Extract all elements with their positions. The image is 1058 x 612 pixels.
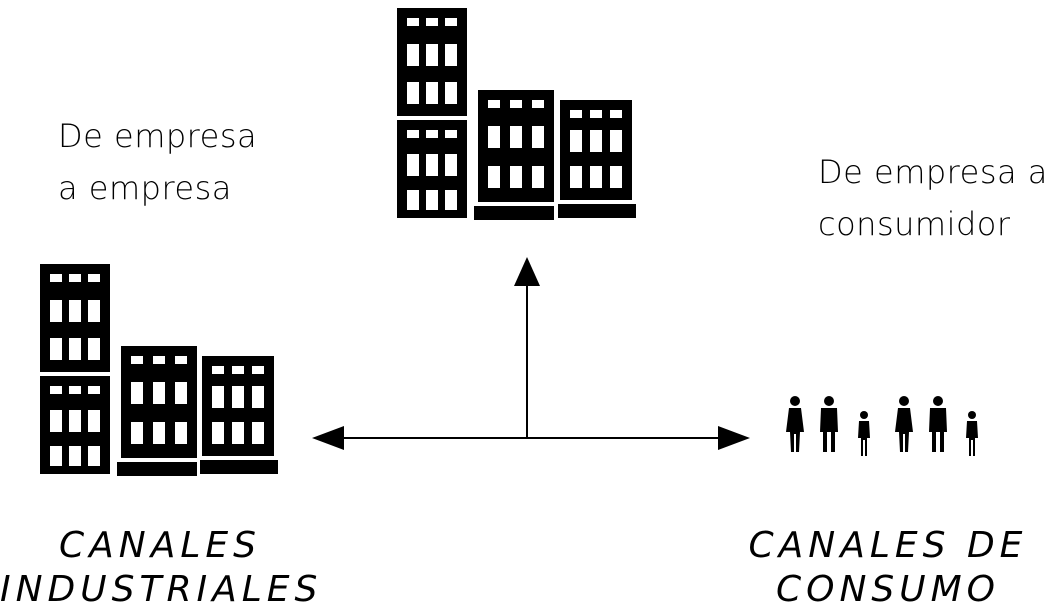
arrow-up-icon [514,257,540,286]
consumer-caption-line2: CONSUMO [776,569,1000,610]
consumer-caption-line1: CANALES DE [748,525,1028,566]
arrow-right-icon [718,426,750,450]
industrial-caption-line1: CANALES [59,525,261,566]
b2c-label-line1: De empresa a [818,153,1048,191]
arrow-left-icon [312,426,344,450]
industrial-buildings-icon [40,264,278,476]
b2c-label: De empresa a consumidor [818,146,1048,250]
industrial-caption-line2: INDUSTRIALES [0,569,323,610]
office-buildings-icon [397,8,636,220]
consumers-people-icon [786,396,978,456]
industrial-channels-caption: CANALES INDUSTRIALES [0,524,320,612]
b2b-label: De empresa a empresa [58,110,257,214]
b2b-label-line2: a empresa [58,169,232,207]
consumer-channels-caption: CANALES DE CONSUMO [738,524,1038,612]
b2b-label-line1: De empresa [58,117,258,155]
b2c-label-line2: consumidor [818,205,1011,243]
axes-arrows [312,257,750,450]
